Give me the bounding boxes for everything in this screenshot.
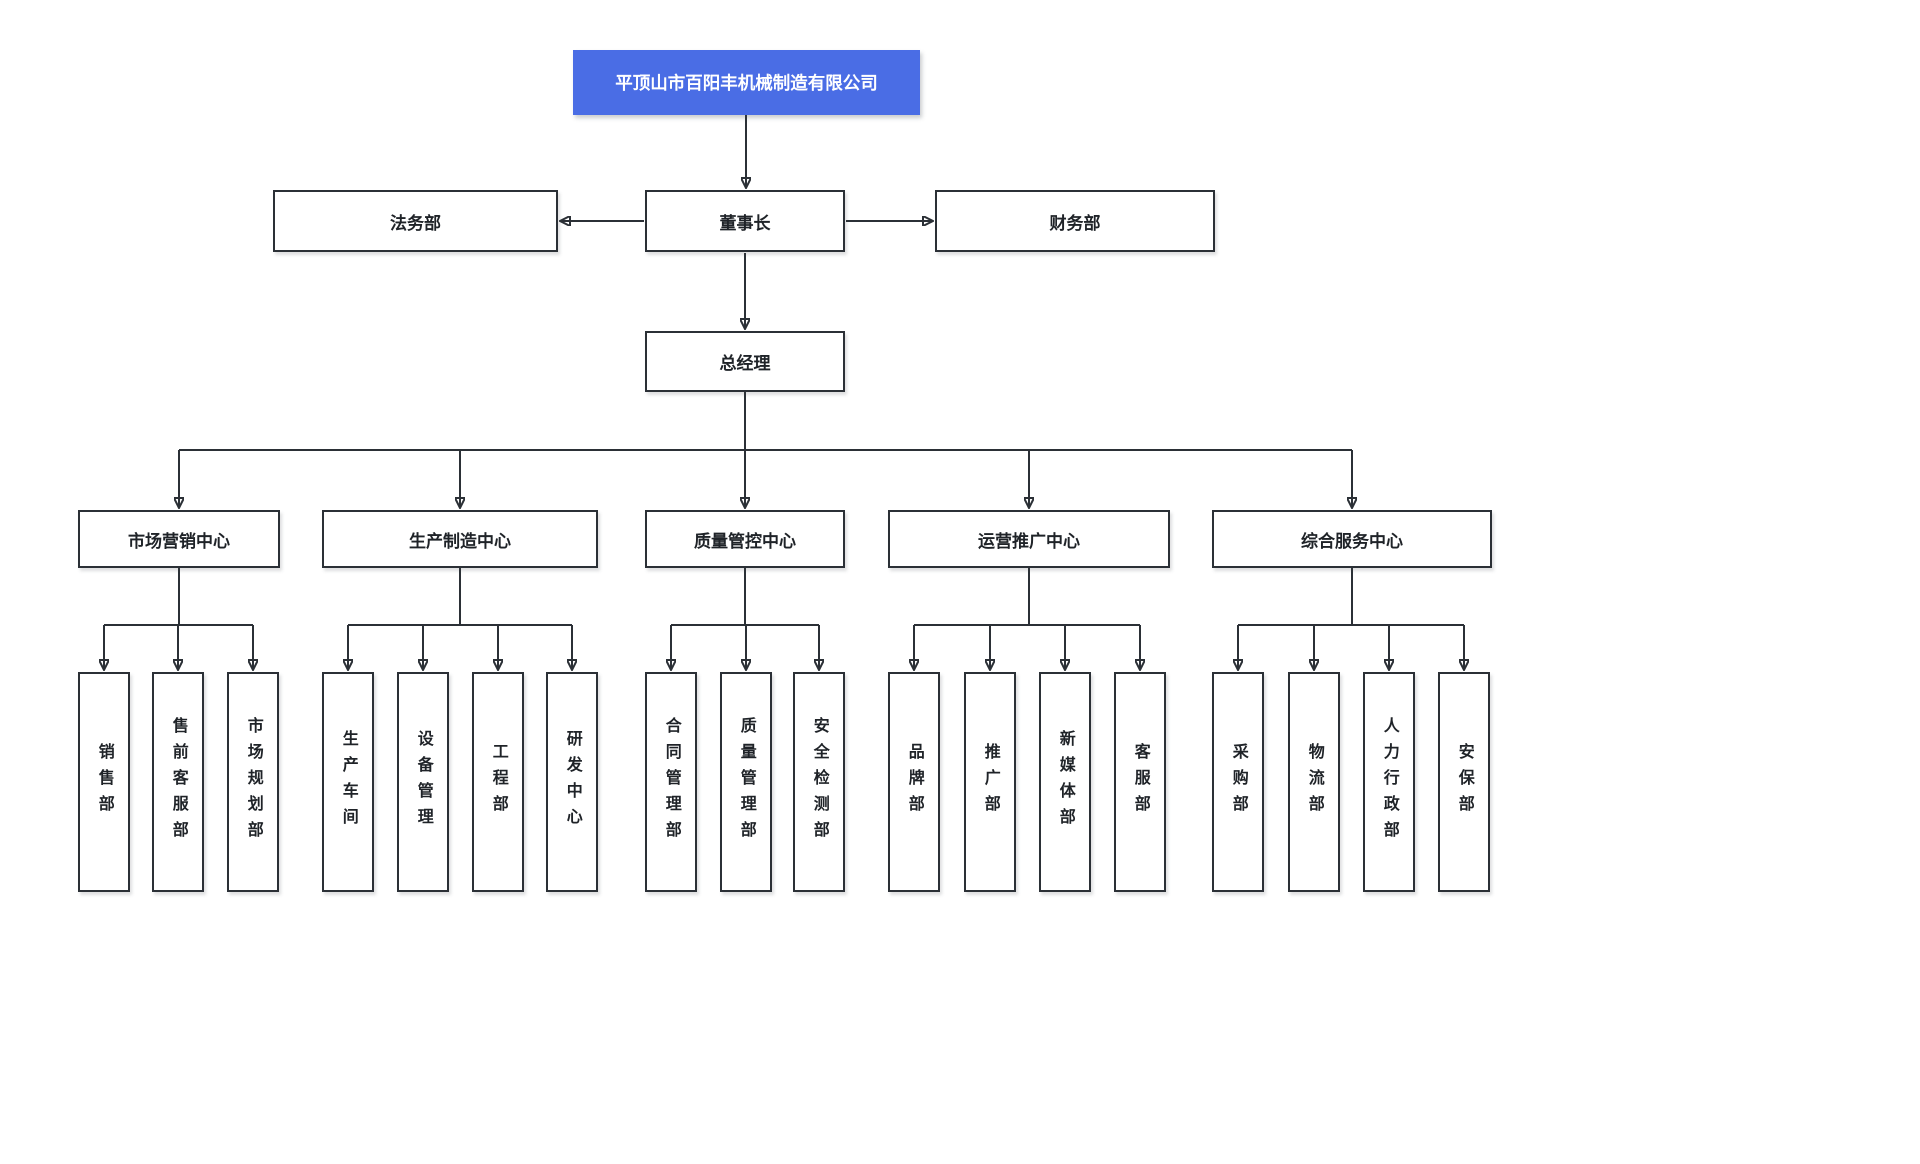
node-dept-rnd-center: 研发中心 (546, 672, 598, 892)
node-center-quality-label: 质量管控中心 (694, 531, 796, 551)
node-center-operations: 运营推广中心 (888, 510, 1170, 568)
node-dept-promotion-label: 推广部 (981, 743, 999, 821)
node-dept-customer-service: 客服部 (1114, 672, 1166, 892)
node-dept-promotion: 推广部 (964, 672, 1016, 892)
node-center-marketing-label: 市场营销中心 (128, 531, 230, 551)
node-dept-sales-label: 销售部 (95, 743, 113, 821)
node-dept-new-media: 新媒体部 (1039, 672, 1091, 892)
node-dept-production-workshop-label: 生产车间 (339, 730, 357, 834)
node-dept-safety-inspection: 安全检测部 (793, 672, 845, 892)
node-finance-dept: 财务部 (935, 190, 1215, 252)
node-dept-hr-admin-label: 人力行政部 (1380, 717, 1398, 847)
node-dept-presales-service: 售前客服部 (152, 672, 204, 892)
node-dept-safety-inspection-label: 安全检测部 (810, 717, 828, 847)
node-center-production: 生产制造中心 (322, 510, 598, 568)
node-center-services-label: 综合服务中心 (1301, 531, 1403, 551)
node-general-manager: 总经理 (645, 331, 845, 392)
node-dept-logistics: 物流部 (1288, 672, 1340, 892)
node-general-manager-label: 总经理 (719, 354, 771, 373)
node-dept-rnd-center-label: 研发中心 (563, 730, 581, 834)
node-dept-purchasing-label: 采购部 (1229, 743, 1247, 821)
node-dept-customer-service-label: 客服部 (1131, 743, 1149, 821)
node-dept-brand: 品牌部 (888, 672, 940, 892)
node-dept-quality-mgmt: 质量管理部 (720, 672, 772, 892)
node-dept-equipment-mgmt: 设备管理 (397, 672, 449, 892)
node-finance-dept-label: 财务部 (1049, 213, 1101, 233)
node-center-marketing: 市场营销中心 (78, 510, 280, 568)
node-center-quality: 质量管控中心 (645, 510, 845, 568)
node-dept-security: 安保部 (1438, 672, 1490, 892)
node-dept-sales: 销售部 (78, 672, 130, 892)
node-dept-equipment-mgmt-label: 设备管理 (414, 730, 432, 834)
node-company-root-label: 平顶山市百阳丰机械制造有限公司 (615, 73, 878, 93)
node-chairman-label: 董事长 (719, 213, 771, 233)
node-dept-logistics-label: 物流部 (1305, 743, 1323, 821)
node-dept-hr-admin: 人力行政部 (1363, 672, 1415, 892)
node-center-operations-label: 运营推广中心 (978, 531, 1080, 551)
node-dept-market-planning: 市场规划部 (227, 672, 279, 892)
node-dept-contract-mgmt: 合同管理部 (645, 672, 697, 892)
node-dept-quality-mgmt-label: 质量管理部 (737, 717, 755, 847)
node-legal-dept: 法务部 (273, 190, 558, 252)
node-dept-engineering-label: 工程部 (489, 743, 507, 821)
node-dept-presales-service-label: 售前客服部 (169, 717, 187, 847)
node-company-root: 平顶山市百阳丰机械制造有限公司 (573, 50, 920, 115)
node-dept-market-planning-label: 市场规划部 (244, 717, 262, 847)
node-dept-new-media-label: 新媒体部 (1056, 730, 1074, 834)
node-chairman: 董事长 (645, 190, 845, 252)
node-dept-brand-label: 品牌部 (905, 743, 923, 821)
node-dept-engineering: 工程部 (472, 672, 524, 892)
node-dept-contract-mgmt-label: 合同管理部 (662, 717, 680, 847)
node-dept-security-label: 安保部 (1455, 743, 1473, 821)
node-center-services: 综合服务中心 (1212, 510, 1492, 568)
node-center-production-label: 生产制造中心 (409, 531, 511, 551)
node-dept-production-workshop: 生产车间 (322, 672, 374, 892)
node-legal-dept-label: 法务部 (390, 213, 441, 233)
node-dept-purchasing: 采购部 (1212, 672, 1264, 892)
